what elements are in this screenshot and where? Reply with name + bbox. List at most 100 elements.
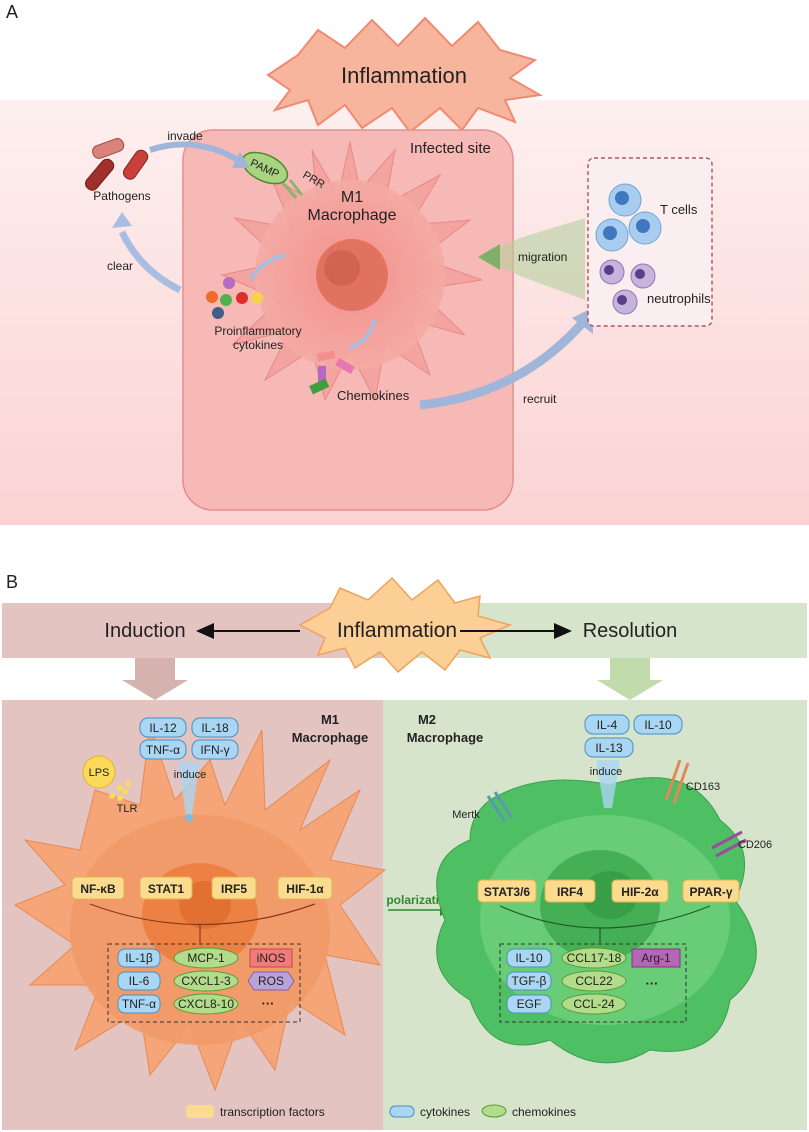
- panel-a: A Inflammation Infected site M1 Macropha…: [0, 2, 809, 525]
- recruit-arrow: [419, 317, 589, 410]
- m2-tf-convergence-curve: [499, 905, 711, 929]
- m2-tf: STAT3/6: [484, 885, 531, 899]
- resolution-label: Resolution: [583, 620, 678, 642]
- m2-inducer: IL-4: [597, 718, 618, 732]
- m2-tf: PPAR-γ: [689, 885, 732, 899]
- m2-tf: IRF4: [557, 885, 583, 899]
- m2-inducer: IL-10: [644, 718, 672, 732]
- t-cells-label: T cells: [660, 202, 698, 217]
- m1-induce-label: induce: [174, 769, 206, 781]
- invade-label: invade: [167, 129, 203, 143]
- chemokine-release-arrow: [349, 319, 377, 350]
- legend: transcription factors cytokines chemokin…: [186, 1104, 576, 1119]
- cytokines-label-line1: Proinflammatory: [214, 324, 301, 338]
- neutrophils-icon: [599, 259, 656, 315]
- m1-cytokine: TNF-α: [122, 997, 156, 1011]
- m1-more: ···: [262, 996, 275, 1011]
- m1-cytokine: IL-1β: [125, 951, 153, 965]
- panel-a-label: A: [6, 2, 18, 22]
- migration-arrowhead: [478, 244, 500, 270]
- m1-tf: STAT1: [148, 882, 185, 896]
- m2-tf-boxes: [477, 879, 740, 903]
- cd163-label: CD163: [686, 781, 720, 793]
- neutrophils-label: neutrophils: [647, 291, 711, 306]
- m1-cytokine: IL-6: [129, 974, 150, 988]
- m2-induce-funnel: [596, 760, 620, 808]
- m1-inducer: IFN-γ: [200, 743, 229, 757]
- lps-icon: [82, 755, 116, 789]
- legend-cytokine-swatch: [389, 1105, 415, 1118]
- t-cells-icon: [595, 183, 662, 252]
- m2-title-b-line2: Macrophage: [407, 730, 484, 745]
- pathogens-label: Pathogens: [93, 189, 150, 203]
- clear-arrow: [118, 230, 182, 294]
- m1-enzyme: ROS: [258, 974, 284, 988]
- clear-label: clear: [107, 259, 133, 273]
- m1-chemokine: CXCL1-3: [181, 974, 231, 988]
- m2-products-box: [499, 943, 687, 1023]
- m1-tf: HIF-1α: [286, 882, 324, 896]
- m1-title-b-line2: Macrophage: [292, 730, 369, 745]
- m1-label-a-line2: Macrophage: [308, 207, 397, 224]
- resolution-down-arrow: [597, 658, 663, 700]
- tlr-receptor-icon: [109, 781, 131, 801]
- m1-inducer: TNF-α: [146, 743, 180, 757]
- m2-product-shapes: [506, 947, 681, 1015]
- mertk-receptor-icon: [486, 791, 514, 823]
- legend-tf-swatch: [186, 1105, 214, 1118]
- m1-chemokine: CXCL8-10: [178, 997, 234, 1011]
- m1-macrophage-cell-a: [220, 141, 483, 402]
- m2-inducer-pills: [584, 714, 683, 758]
- induction-label: Induction: [104, 620, 185, 642]
- m1-enzyme: iNOS: [257, 951, 286, 965]
- invade-arrowhead: [232, 152, 250, 168]
- inflammation-title-a: Inflammation: [341, 63, 467, 88]
- m2-cytokine: TGF-β: [512, 974, 547, 988]
- recruit-label: recruit: [523, 392, 557, 406]
- legend-chemokine-swatch: [481, 1104, 507, 1118]
- m2-chemokine: CCL-24: [573, 997, 615, 1011]
- mertk-label: Mertk: [452, 809, 480, 821]
- infected-site-label: Infected site: [410, 140, 491, 157]
- invade-arrow: [149, 141, 240, 163]
- m1-induce-funnel: [178, 762, 200, 815]
- chemokine-bars-icon: [309, 350, 355, 395]
- m1-inducer-pills: [139, 717, 239, 760]
- m1-products-box: [107, 943, 301, 1023]
- m1-tf-boxes: [71, 876, 333, 900]
- m1-tf: IRF5: [221, 882, 247, 896]
- proinflammatory-cytokine-dots: [206, 277, 263, 319]
- m2-chemokine: CCL17-18: [567, 951, 622, 965]
- m1-title-b-line1: M1: [321, 712, 339, 727]
- m1-tf-convergence-curve: [89, 903, 316, 926]
- migration-beam: [478, 218, 585, 300]
- m2-cytokine: EGF: [517, 997, 542, 1011]
- m1-tf: NF-κB: [80, 882, 116, 896]
- m2-induce-label: induce: [590, 766, 622, 778]
- inflammation-title-b: Inflammation: [337, 619, 457, 642]
- panel-b: B Inflammation Induction Resolution M1 M…: [2, 572, 807, 1130]
- m1-inducer: IL-12: [149, 721, 177, 735]
- cytokine-release-arrow: [248, 253, 286, 282]
- chemokines-label: Chemokines: [337, 388, 410, 403]
- m1-product-shapes: [117, 947, 295, 1015]
- migration-label: migration: [518, 250, 567, 264]
- cd163-receptor-icon: [664, 759, 690, 804]
- polarization-label: polarization: [386, 893, 453, 907]
- m2-inducer: IL-13: [595, 741, 623, 755]
- legend-chemokine-label: chemokines: [512, 1105, 576, 1119]
- m2-title-b-line1: M2: [418, 712, 436, 727]
- m2-tf: HIF-2α: [621, 885, 659, 899]
- m2-macrophage-cell-b: [436, 777, 757, 1064]
- cd206-label: CD206: [738, 839, 772, 851]
- m2-chemokine: CCL22: [575, 974, 613, 988]
- m2-cytokine: IL-10: [515, 951, 543, 965]
- pathogens-icon: [85, 138, 149, 191]
- inflammation-burst-b: [298, 576, 513, 674]
- m1-chemokine: MCP-1: [187, 951, 225, 965]
- legend-cytokine-label: cytokines: [420, 1105, 470, 1119]
- tlr-label: TLR: [117, 803, 138, 815]
- m1-inducer: IL-18: [201, 721, 229, 735]
- m2-enzyme: Arg-1: [641, 951, 671, 965]
